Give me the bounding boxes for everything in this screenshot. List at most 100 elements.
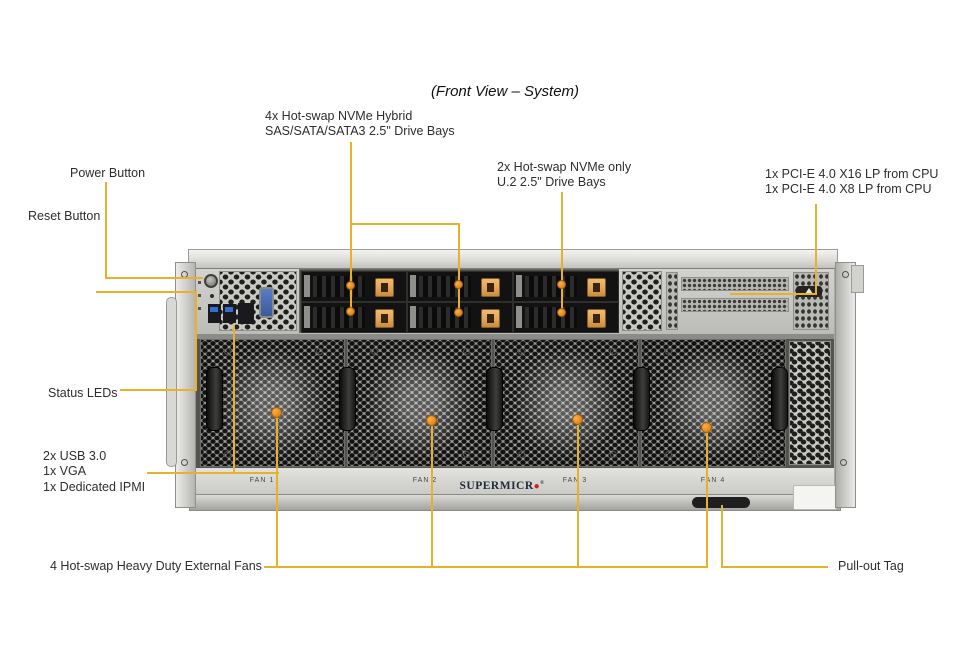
screw [757, 451, 764, 458]
fan-module-1 [200, 339, 345, 467]
fan-label-3: FAN 3 [562, 477, 588, 484]
callout-line-hybrid-bays [350, 142, 352, 314]
drive-bay [301, 302, 407, 333]
callout-dot [557, 280, 566, 289]
side-vent-strip [789, 341, 831, 465]
drive-bay [513, 271, 619, 302]
pcie-latch [796, 286, 822, 297]
callout-line-hybrid-bays [350, 223, 460, 225]
screw [610, 451, 617, 458]
callout-dot [426, 415, 437, 426]
supermicro-logo: SUPERMICR●® [459, 479, 545, 492]
status-led-icons [198, 281, 201, 315]
callout-line-power [105, 277, 203, 279]
usb-port-1 [208, 304, 221, 323]
callout-line-pcie [730, 293, 817, 295]
callout-line-status-leds [120, 389, 197, 391]
screw [463, 451, 470, 458]
fan-handle [486, 367, 503, 431]
screw [316, 451, 323, 458]
callout-line-pull-out-tag [721, 505, 723, 568]
power-button [204, 274, 218, 288]
callout-line-power [105, 182, 107, 279]
pcie-slot-cover-2 [681, 298, 789, 312]
screw [665, 451, 672, 458]
fan-handle [206, 367, 223, 431]
callout-dot [701, 422, 712, 433]
screw [371, 348, 378, 355]
callout-line-status-leds [195, 291, 197, 391]
callout-dot [271, 407, 282, 418]
callout-line-reset [96, 291, 196, 293]
fan-label-1: FAN 1 [249, 477, 275, 484]
label-power-button: Power Button [70, 166, 146, 180]
screw [463, 348, 470, 355]
drive-bay [407, 302, 513, 333]
vga-port [259, 287, 274, 318]
callout-line-pull-out-tag [721, 566, 828, 568]
left-rack-handle [166, 297, 177, 467]
logo-dot-icon: ● [533, 480, 541, 492]
callout-line-fans [431, 421, 433, 568]
chassis-top-panel [188, 249, 838, 269]
ipmi-lan-port [238, 303, 254, 324]
fan-handle [633, 367, 650, 431]
screw [224, 451, 231, 458]
callout-dot [454, 308, 463, 317]
bottom-strip [196, 467, 834, 494]
right-bottom-block [793, 485, 837, 510]
screw [665, 348, 672, 355]
callout-line-fans [706, 428, 708, 568]
front-vent-mesh [622, 271, 662, 331]
callout-line-hybrid-bays [458, 223, 460, 314]
callout-line-pcie [815, 204, 817, 295]
screw [840, 459, 847, 466]
screw [518, 348, 525, 355]
label-front-io: 2x USB 3.0 1x VGA 1x Dedicated IPMI [43, 449, 146, 494]
right-rack-ear [835, 262, 856, 508]
callout-line-fans [264, 566, 708, 568]
fan-module-4 [641, 339, 786, 467]
screw [518, 451, 525, 458]
fan-label-2: FAN 2 [412, 477, 438, 484]
pcie-slot-cover-1 [681, 277, 789, 291]
label-pcie: 1x PCI-E 4.0 X16 LP from CPU 1x PCI-E 4.… [765, 167, 939, 197]
callout-dot [346, 307, 355, 316]
label-nvme-bays: 2x Hot-swap NVMe only U.2 2.5" Drive Bay… [497, 160, 632, 190]
fan-label-4: FAN 4 [700, 477, 726, 484]
right-rack-wing [851, 265, 864, 293]
callout-dot [346, 281, 355, 290]
callout-dot [557, 308, 566, 317]
callout-line-nvme-bays [561, 192, 563, 315]
pcie-bracket-left [666, 272, 678, 330]
screw [842, 271, 849, 278]
screw [316, 348, 323, 355]
callout-dot [454, 280, 463, 289]
label-status-leds: Status LEDs [48, 386, 118, 400]
callout-dot [572, 414, 583, 425]
label-reset-button: Reset Button [28, 209, 101, 223]
fan-module-3 [494, 339, 639, 467]
label-pull-out-tag: Pull-out Tag [838, 559, 904, 573]
callout-line-front-io [233, 325, 235, 474]
pull-out-tag [692, 497, 750, 508]
fan-handle [771, 367, 788, 431]
screw [757, 348, 764, 355]
callout-line-front-io [147, 472, 279, 474]
section-divider [196, 334, 834, 339]
drive-bay [513, 302, 619, 333]
label-fans: 4 Hot-swap Heavy Duty External Fans [50, 559, 262, 573]
diagram-title: (Front View – System) [430, 83, 580, 100]
usb-port-2 [223, 304, 236, 323]
screw [371, 451, 378, 458]
callout-line-fans [577, 420, 579, 568]
reset-pinhole [210, 294, 214, 298]
fan-handle [339, 367, 356, 431]
screw [224, 348, 231, 355]
label-hybrid-bays: 4x Hot-swap NVMe Hybrid SAS/SATA/SATA3 2… [265, 109, 455, 139]
callout-line-fans [276, 413, 278, 568]
screw [181, 459, 188, 466]
fan-module-2 [347, 339, 492, 467]
screw [610, 348, 617, 355]
